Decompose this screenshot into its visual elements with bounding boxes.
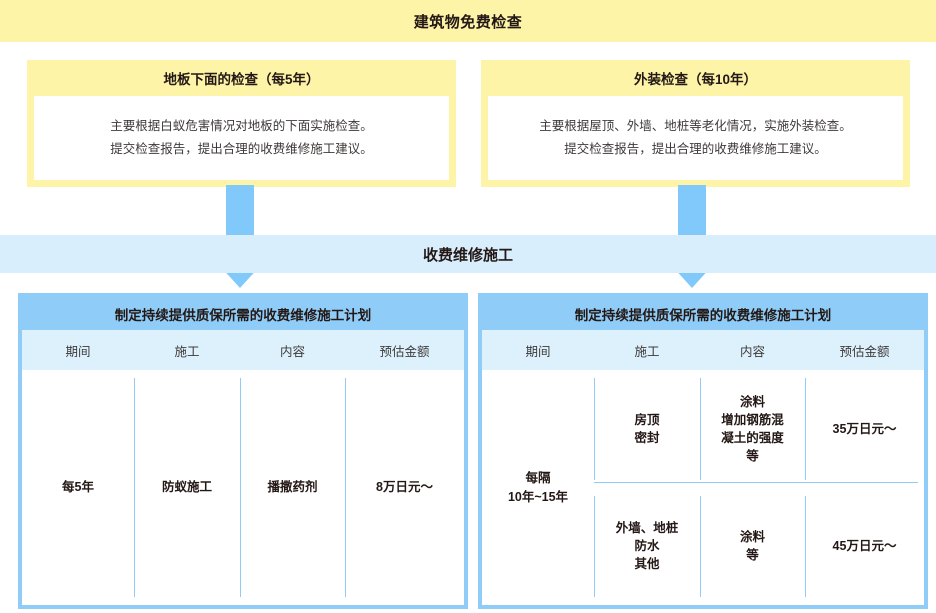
plan-table-left: 制定持续提供质保所需的收费维修施工计划 期间 施工 内容 预估金额 每5年 防蚁…	[18, 293, 468, 609]
inspection-card-floor-underside: 地板下面的检查（每5年） 主要根据白蚁危害情况对地板的下面实施检查。 提交检查报…	[27, 60, 456, 187]
table-row: 外墙、地桩防水其他 涂料等 45万日元～	[594, 488, 924, 606]
cell-period-text: 每隔 10年~15年	[508, 469, 568, 505]
cell-period-line1: 每隔	[525, 471, 551, 486]
cell-amount-text: 35万日元～	[832, 421, 897, 436]
paid-repair-band-title: 收费维修施工	[422, 246, 513, 264]
cell-amount: 35万日元～	[805, 370, 924, 488]
inspection-card-body: 主要根据白蚁危害情况对地板的下面实施检查。 提交检查报告，提出合理的收费维修施工…	[34, 96, 449, 180]
cell-amount: 45万日元～	[805, 488, 924, 606]
cell-work-text: 房顶密封	[634, 412, 660, 445]
plan-table-rows: 房顶密封 涂料增加钢筋混凝土的强度等 35万日元～ 外墙、地桩防水其他 涂料等 …	[594, 370, 924, 605]
column-header-period: 期间	[525, 344, 551, 359]
column-header-amount: 预估金额	[839, 344, 890, 359]
column-header-period: 期间	[65, 344, 91, 359]
cell-work: 房顶密封	[594, 370, 700, 488]
page-banner: 建筑物免费检查	[0, 0, 936, 42]
cell-period-line2: 10年~15年	[507, 489, 569, 504]
plan-table-title: 制定持续提供质保所需的收费维修施工计划	[482, 297, 924, 330]
cell-content-text: 播撒药剂	[267, 480, 318, 495]
inspection-line: 主要根据屋顶、外墙、地桩等老化情况，实施外装检查。	[539, 118, 852, 133]
plan-table-column-headers: 期间 施工 内容 预估金额	[482, 330, 924, 370]
cell-content-text: 涂料增加钢筋混凝土的强度等	[721, 394, 784, 463]
cell-work-text: 外墙、地桩防水其他	[615, 521, 679, 572]
cell-period-text: 每5年	[62, 480, 94, 495]
inspection-card-title: 地板下面的检查（每5年）	[163, 72, 320, 87]
column-header-work: 施工	[634, 344, 660, 359]
cell-period: 每隔 10年~15年	[482, 370, 594, 605]
cell-content-text: 涂料等	[739, 530, 765, 563]
row-divider	[594, 482, 918, 483]
cell-work-text: 防蚁施工	[161, 480, 212, 495]
cell-amount-text: 8万日元～	[376, 480, 433, 495]
column-header-content: 内容	[279, 344, 305, 359]
cell-content: 涂料增加钢筋混凝土的强度等	[700, 370, 805, 488]
table-row: 每5年 防蚁施工 播撒药剂 8万日元～	[22, 370, 464, 605]
plan-table-body: 每隔 10年~15年 房顶密封 涂料增加钢筋混凝土的强度等 35万日元～ 外墙、…	[482, 370, 924, 605]
paid-repair-band: 收费维修施工	[0, 235, 936, 273]
inspection-card-body: 主要根据屋顶、外墙、地桩等老化情况，实施外装检查。 提交检查报告，提出合理的收费…	[488, 96, 903, 180]
cell-work: 外墙、地桩防水其他	[594, 488, 700, 606]
column-header-content: 内容	[739, 344, 765, 359]
cell-amount-text: 45万日元～	[832, 539, 897, 554]
inspection-line: 主要根据白蚁危害情况对地板的下面实施检查。	[110, 118, 373, 133]
plan-table-right: 制定持续提供质保所需的收费维修施工计划 期间 施工 内容 预估金额 每隔 10年…	[478, 293, 928, 609]
table-row: 房顶密封 涂料增加钢筋混凝土的强度等 35万日元～	[594, 370, 924, 488]
inspection-line: 提交检查报告，提出合理的收费维修施工建议。	[564, 141, 827, 156]
cell-content: 涂料等	[700, 488, 805, 606]
inspection-card-exterior: 外装检查（每10年） 主要根据屋顶、外墙、地桩等老化情况，实施外装检查。 提交检…	[481, 60, 910, 187]
cell-content: 播撒药剂	[240, 370, 345, 605]
cell-amount: 8万日元～	[345, 370, 464, 605]
plan-table-column-headers: 期间 施工 内容 预估金额	[22, 330, 464, 370]
column-header-amount: 预估金额	[379, 344, 430, 359]
plan-table-title: 制定持续提供质保所需的收费维修施工计划	[22, 297, 464, 330]
inspection-card-title: 外装检查（每10年）	[633, 72, 758, 87]
column-header-work: 施工	[174, 344, 200, 359]
page-title: 建筑物免费检查	[413, 13, 523, 31]
cell-period: 每5年	[22, 370, 134, 605]
cell-work: 防蚁施工	[134, 370, 240, 605]
inspection-line: 提交检查报告，提出合理的收费维修施工建议。	[110, 141, 373, 156]
